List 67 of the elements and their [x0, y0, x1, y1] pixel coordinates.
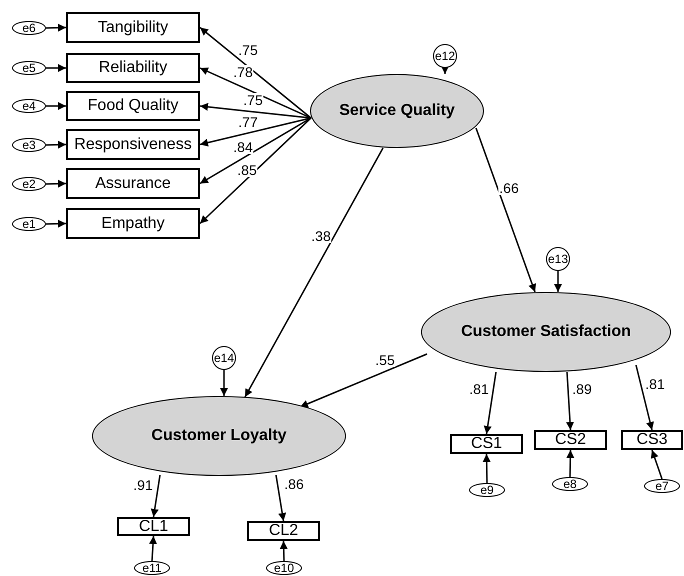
arrow — [220, 370, 228, 396]
latent-ellipse: Customer Loyalty — [92, 396, 346, 476]
error-ellipse: e11 — [134, 561, 170, 575]
arrow — [566, 372, 574, 430]
error-ellipse: e10 — [266, 561, 302, 575]
arrow — [200, 102, 312, 119]
error-ellipse: e3 — [12, 138, 46, 152]
indicator-box: Food Quality — [66, 91, 200, 121]
edge-label: .38 — [310, 229, 332, 243]
edge-label: .89 — [571, 382, 593, 396]
indicator-box: Reliability — [66, 53, 200, 83]
arrow — [46, 180, 66, 188]
indicator-box: Responsiveness — [66, 129, 200, 160]
error-ellipse: e5 — [12, 61, 46, 75]
indicator-box: Empathy — [66, 208, 200, 239]
arrow — [244, 148, 384, 398]
arrow — [46, 24, 66, 32]
edge-label: .84 — [232, 140, 254, 154]
arrow — [46, 102, 66, 110]
arrow — [441, 66, 449, 74]
indicator-box: CS1 — [450, 434, 523, 454]
edge-label: .91 — [132, 478, 154, 492]
arrow — [300, 353, 428, 408]
indicator-box: CS2 — [534, 430, 607, 450]
arrow — [275, 474, 286, 522]
indicator-box: CS3 — [621, 430, 683, 450]
arrow — [554, 271, 562, 292]
arrow — [199, 117, 312, 224]
error-ellipse: e4 — [12, 99, 46, 113]
edge-label: .78 — [232, 65, 254, 79]
arrow — [566, 450, 574, 478]
indicator-box: CL2 — [247, 521, 320, 541]
arrow — [635, 364, 654, 430]
edge-label: .85 — [236, 163, 258, 177]
arrow — [482, 454, 491, 484]
edge-label: .81 — [468, 382, 490, 396]
arrow — [150, 474, 161, 518]
arrow — [484, 372, 497, 434]
edge-label: .86 — [283, 477, 305, 491]
edge-label: .81 — [644, 377, 666, 391]
error-ellipse: e9 — [469, 483, 505, 497]
indicator-box: Tangibility — [66, 12, 200, 43]
error-ellipse: e2 — [12, 177, 46, 191]
error-ellipse: e8 — [552, 477, 588, 491]
latent-ellipse: Service Quality — [310, 74, 484, 148]
edge-label: .55 — [374, 353, 396, 367]
arrow — [200, 117, 312, 147]
indicator-box: Assurance — [66, 168, 200, 199]
edge-label: .77 — [237, 115, 259, 129]
edge-label: .66 — [498, 181, 520, 195]
edge-label: .75 — [242, 93, 264, 107]
arrow — [46, 64, 66, 72]
arrow — [200, 117, 312, 184]
arrow — [200, 26, 312, 119]
error-ellipse: e7 — [644, 479, 680, 493]
arrow — [46, 220, 66, 228]
arrow — [149, 536, 158, 562]
arrow — [650, 450, 663, 480]
error-ellipse: e6 — [12, 21, 46, 35]
latent-ellipse: Customer Satisfaction — [421, 292, 671, 372]
arrow — [280, 540, 288, 562]
arrow — [475, 128, 536, 292]
indicator-box: CL1 — [117, 517, 190, 536]
edge-label: .75 — [237, 43, 259, 57]
arrow — [200, 67, 312, 119]
error-ellipse: e1 — [12, 217, 46, 231]
arrow — [46, 140, 66, 149]
